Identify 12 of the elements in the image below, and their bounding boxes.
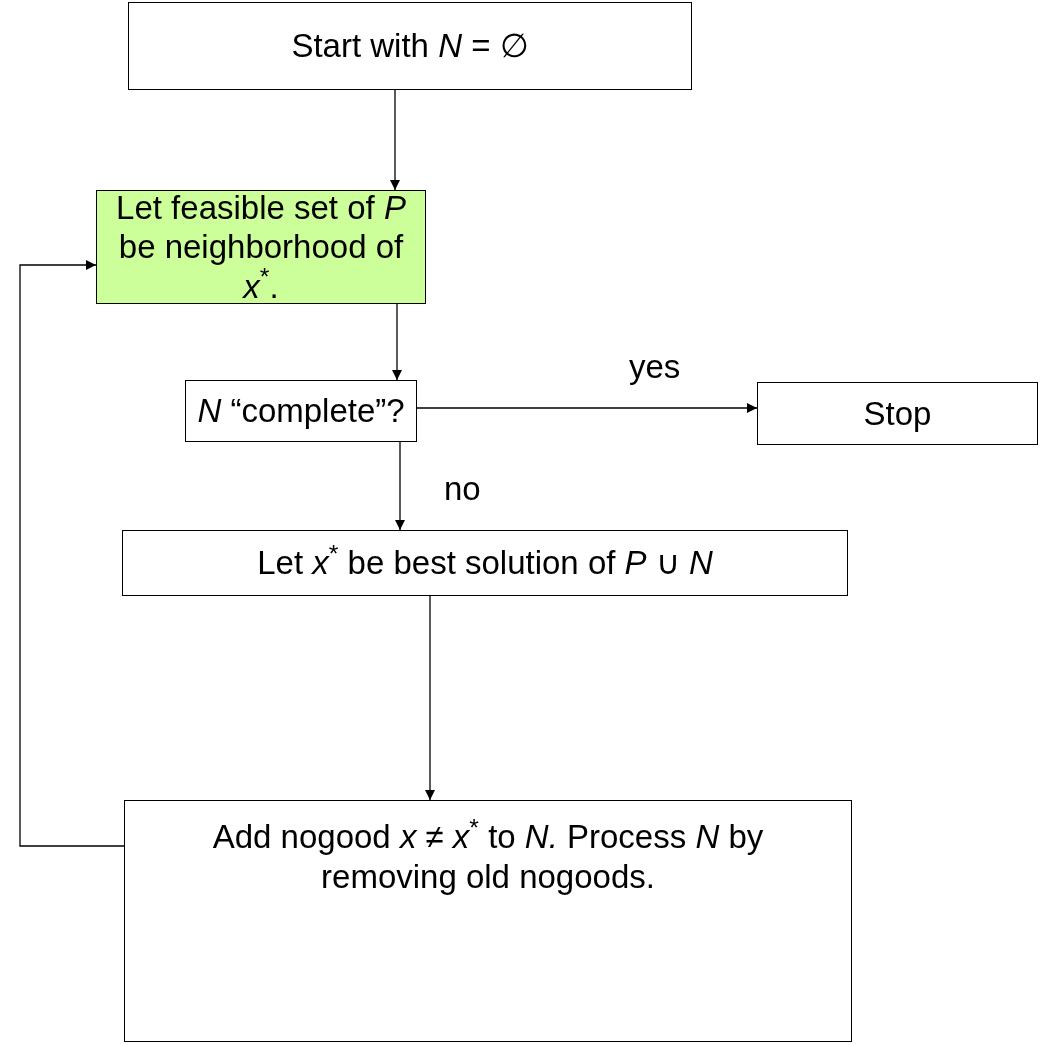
highlighted-process-box: Let feasible set of P be neighborhood of x$^{*}$.: [96, 190, 426, 304]
arrow: [425, 595, 435, 801]
arrow: [390, 89, 400, 191]
arrow: [392, 303, 402, 381]
process-box: Start with N = ∅: [128, 2, 692, 90]
process-box: Add nogood x ≠ x$^{*}$ to N. Process N by removing old nogoods.: [124, 800, 852, 1042]
arrow: [19, 260, 125, 847]
process-box: Let x$^{*}$ be best solution of P ∪ N: [122, 530, 848, 596]
arrow: [395, 441, 405, 531]
process-box: Stop: [757, 382, 1038, 445]
process-box: N “complete”?: [185, 380, 417, 442]
arrow: [416, 403, 758, 413]
